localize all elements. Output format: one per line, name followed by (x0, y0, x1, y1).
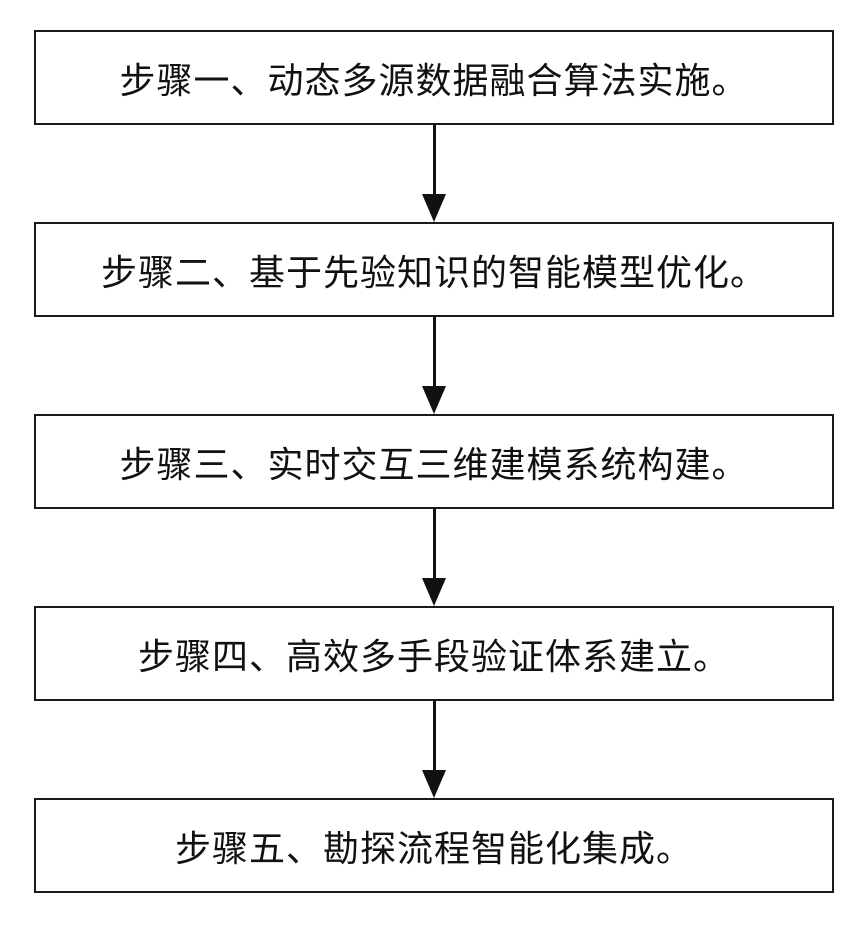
down-arrow-4 (422, 701, 446, 798)
arrow-shaft (432, 509, 436, 578)
flow-step-1: 步骤一、动态多源数据融合算法实施。 (34, 30, 834, 125)
flow-step-2: 步骤二、基于先验知识的智能模型优化。 (34, 222, 834, 317)
down-arrow-2 (422, 317, 446, 414)
arrow-shaft (432, 701, 436, 770)
flow-step-3-label: 步骤三、实时交互三维建模系统构建。 (119, 444, 749, 485)
flow-step-4: 步骤四、高效多手段验证体系建立。 (34, 606, 834, 701)
flow-step-5-label: 步骤五、勘探流程智能化集成。 (174, 828, 693, 869)
flow-step-4-label: 步骤四、高效多手段验证体系建立。 (137, 636, 730, 677)
flowchart: 步骤一、动态多源数据融合算法实施。 步骤二、基于先验知识的智能模型优化。 步骤三… (34, 30, 834, 893)
down-arrow-3 (422, 509, 446, 606)
flow-step-1-label: 步骤一、动态多源数据融合算法实施。 (119, 60, 749, 101)
arrow-head-icon (422, 770, 446, 798)
arrow-shaft (432, 317, 436, 386)
arrow-head-icon (422, 386, 446, 414)
flow-step-2-label: 步骤二、基于先验知识的智能模型优化。 (100, 252, 767, 293)
arrow-head-icon (422, 578, 446, 606)
arrow-head-icon (422, 194, 446, 222)
arrow-shaft (432, 125, 436, 194)
down-arrow-1 (422, 125, 446, 222)
flow-step-3: 步骤三、实时交互三维建模系统构建。 (34, 414, 834, 509)
flow-step-5: 步骤五、勘探流程智能化集成。 (34, 798, 834, 893)
